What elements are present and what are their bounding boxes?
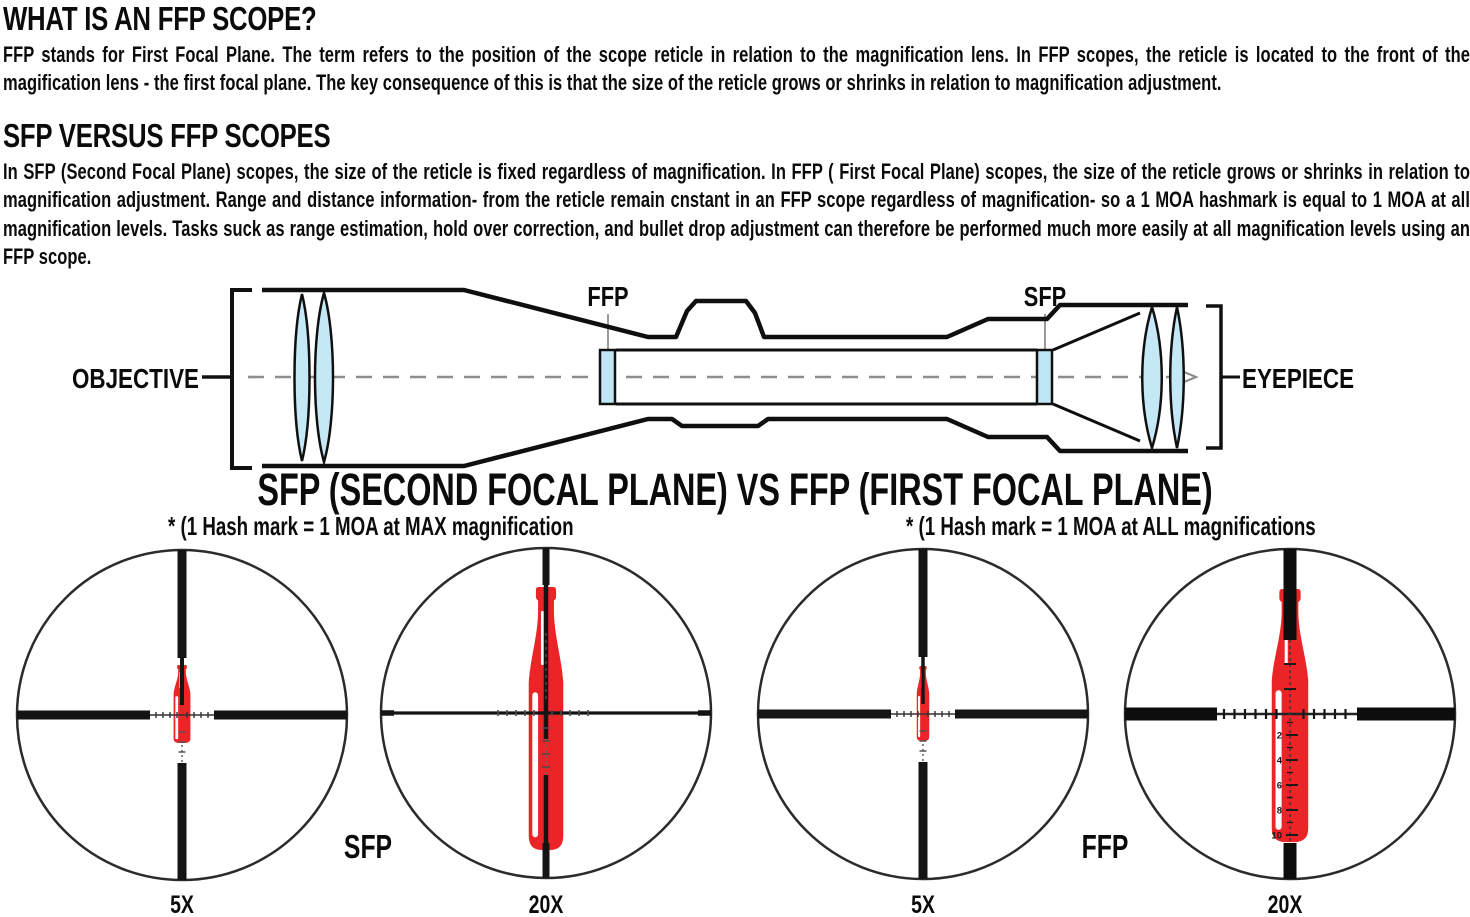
- mag-label-ffp-5x: 5X: [911, 891, 935, 917]
- ffp-note: * (1 Hash mark = 1 MOA at ALL magnificat…: [906, 511, 1316, 541]
- crosshair: [17, 550, 347, 880]
- moa-number: 8: [1277, 806, 1282, 817]
- ffp-reticle-marker: [598, 348, 617, 406]
- mag-label-sfp-20x: 20X: [528, 891, 564, 917]
- moa-number: 10: [1271, 831, 1282, 842]
- scope-outline-top: [262, 287, 1188, 340]
- sfp-label: SFP: [1023, 281, 1067, 312]
- sfp-group-label: SFP: [343, 828, 393, 865]
- scope-view-ffp-20x: 2 4 6 8 10: [1123, 547, 1457, 881]
- scope-outline-bottom: [262, 416, 1188, 469]
- crosshair: [381, 548, 711, 878]
- eyepiece-lens-group: [1141, 302, 1185, 453]
- ffp-group-label: FFP: [1081, 828, 1129, 865]
- section2-body: In SFP (Second Focal Plane) scopes, the …: [3, 159, 1470, 270]
- scope-cutaway-diagram: [202, 287, 1240, 470]
- section2-title: SFP VERSUS FFP SCOPES: [3, 117, 331, 154]
- scope-view-sfp-5x: [15, 548, 349, 882]
- eyepiece-bracket: [1206, 304, 1223, 450]
- ffp-label: FFP: [587, 281, 629, 312]
- objective-lens-group: [293, 288, 335, 467]
- objective-bracket: [230, 288, 252, 470]
- section1-body: FFP stands for First Focal Plane. The te…: [3, 42, 1470, 96]
- moa-number: 6: [1277, 781, 1282, 792]
- eyepiece-label: EYEPIECE: [1242, 363, 1355, 394]
- scope-view-ffp-5x: [756, 547, 1090, 881]
- mag-label-ffp-20x: 20X: [1267, 891, 1303, 917]
- moa-number-labels: 2 4 6 8 10: [1271, 731, 1282, 842]
- objective-label: OBJECTIVE: [72, 363, 199, 394]
- moa-number: 4: [1277, 756, 1283, 767]
- comparison-title: SFP (SECOND FOCAL PLANE) VS FFP (FIRST F…: [257, 464, 1213, 515]
- scope-inner-tube: [616, 311, 1141, 443]
- sfp-reticle-marker: [1035, 348, 1054, 406]
- section1-title: WHAT IS AN FFP SCOPE?: [3, 0, 317, 37]
- mag-label-sfp-5x: 5X: [170, 891, 194, 917]
- centerline-arrow: [1183, 370, 1199, 384]
- crosshair: [758, 549, 1088, 879]
- crosshair: [1125, 549, 1455, 879]
- sfp-note: * (1 Hash mark = 1 MOA at MAX magnificat…: [168, 511, 574, 541]
- moa-number: 2: [1277, 731, 1282, 742]
- scope-view-sfp-20x: [379, 546, 713, 880]
